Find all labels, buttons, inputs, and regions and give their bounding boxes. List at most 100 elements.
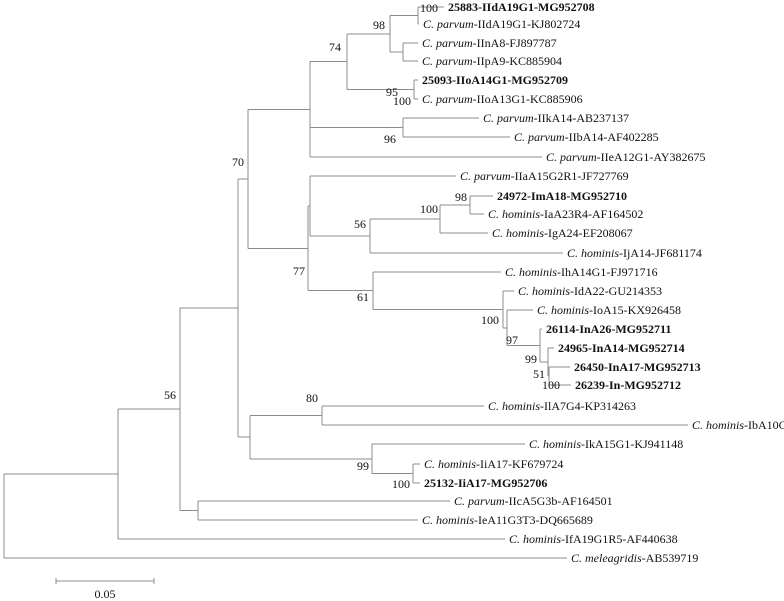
leaf-species: C. hominis — [424, 457, 476, 471]
leaf-label: 25883-IIdA19G1-MG952708 — [448, 0, 595, 14]
bootstrap-value: 99 — [357, 459, 369, 473]
leaf-species: C. parvum — [460, 169, 511, 183]
leaf-species: C. parvum — [483, 111, 534, 125]
bootstrap-value: 98 — [373, 18, 385, 32]
leaf-identifier: -IIaA15G2R1-JF727769 — [511, 169, 629, 183]
leaf-identifier: -IIkA14-AB237137 — [534, 111, 629, 125]
bootstrap-value: 100 — [420, 1, 438, 15]
leaf-label: C. parvum-IIaA15G2R1-JF727769 — [460, 169, 629, 183]
leaf-label: C. hominis-IfA19G1R5-AF440638 — [509, 532, 678, 546]
leaf-label: 26114-InA26-MG952711 — [546, 322, 671, 336]
bootstrap-value: 95 — [386, 85, 398, 99]
leaf-identifier: -IIcA5G3b-AF164501 — [505, 494, 613, 508]
bootstrap-value: 96 — [384, 132, 396, 146]
leaf-species: C. hominis — [492, 226, 544, 240]
leaf-identifier: -IIpA9-KC885904 — [473, 54, 562, 68]
leaf-identifier: -IbA10G2-AY262031 — [744, 418, 784, 432]
leaf-species: C. parvum — [422, 54, 473, 68]
leaf-identifier: -IIdA19G1-KJ802724 — [474, 17, 581, 31]
bootstrap-value: 100 — [393, 94, 411, 108]
leaf-label: C. hominis-IeA11G3T3-DQ665689 — [422, 513, 593, 527]
leaf-identifier: -IInA8-FJ897787 — [473, 36, 557, 50]
leaf-identifier: -IIeA12G1-AY382675 — [597, 150, 706, 164]
leaf-identifier: -IgA24-EF208067 — [544, 226, 633, 240]
leaf-identifier: 25132-IiA17-MG952706 — [424, 476, 547, 490]
leaf-identifier: -IlA7G4-KP314263 — [540, 399, 636, 413]
leaf-species: C. hominis — [488, 399, 540, 413]
leaf-label: C. hominis-IgA24-EF208067 — [492, 226, 633, 240]
leaf-species: C. parvum — [422, 92, 473, 106]
leaf-identifier: -IIoA13G1-KC885906 — [473, 92, 583, 106]
leaf-identifier: -IfA19G1R5-AF440638 — [561, 532, 678, 546]
leaf-identifier: -IdA22-GU214353 — [570, 284, 662, 298]
leaf-identifier: -IoA15-KX926458 — [589, 303, 681, 317]
leaf-label: 26450-InA17-MG952713 — [574, 360, 701, 374]
leaf-label: C. hominis-IbA10G2-AY262031 — [692, 418, 784, 432]
leaf-identifier: -IhA14G1-FJ971716 — [557, 265, 658, 279]
leaf-species: C. hominis — [509, 532, 561, 546]
leaf-label: C. parvum-IIbA14-AF402285 — [514, 130, 659, 144]
leaf-label: C. parvum-IIcA5G3b-AF164501 — [454, 494, 613, 508]
leaf-label: C. parvum-IIdA19G1-KJ802724 — [423, 17, 580, 31]
leaf-identifier: -IkA15G1-KJ941148 — [581, 437, 683, 451]
leaf-identifier: 26450-InA17-MG952713 — [574, 360, 701, 374]
bootstrap-value: 77 — [293, 264, 305, 278]
leaf-identifier: 25883-IIdA19G1-MG952708 — [448, 0, 595, 14]
bootstrap-value: 70 — [232, 155, 244, 169]
leaf-label: C. hominis-IiA17-KF679724 — [424, 457, 563, 471]
leaf-label: 24965-InA14-MG952714 — [558, 341, 685, 355]
bootstrap-support-values: 1009895741009670981005677611009799511008… — [164, 1, 560, 491]
bootstrap-value: 80 — [306, 391, 318, 405]
tree-branches — [3, 6, 688, 559]
leaf-identifier: 25093-IIoA14G1-MG952709 — [422, 73, 568, 87]
leaf-label: 24972-ImA18-MG952710 — [497, 189, 627, 203]
leaf-label: 25132-IiA17-MG952706 — [424, 476, 547, 490]
leaf-species: C. parvum — [546, 150, 597, 164]
leaf-species: C. hominis — [518, 284, 570, 298]
leaf-label: C. hominis-IdA22-GU214353 — [518, 284, 662, 298]
leaf-species: C. meleagridis — [571, 551, 642, 565]
leaf-identifier: -AB539719 — [642, 551, 699, 565]
leaf-species: C. hominis — [505, 265, 557, 279]
leaf-label: C. parvum-IIoA13G1-KC885906 — [422, 92, 583, 106]
leaf-identifier: -IiA17-KF679724 — [476, 457, 563, 471]
leaf-species: C. parvum — [514, 130, 565, 144]
bootstrap-value: 100 — [542, 378, 560, 392]
leaf-species: C. hominis — [692, 418, 744, 432]
leaf-species: C. hominis — [488, 207, 540, 221]
leaf-label: C. hominis-IkA15G1-KJ941148 — [529, 437, 683, 451]
leaf-identifier: -IeA11G3T3-DQ665689 — [474, 513, 593, 527]
leaf-species: C. hominis — [567, 246, 619, 260]
leaf-label: C. meleagridis-AB539719 — [571, 551, 698, 565]
scale-bar-label: 0.05 — [95, 587, 116, 601]
leaf-identifier: 24972-ImA18-MG952710 — [497, 189, 627, 203]
leaf-identifier: 26239-In-MG952712 — [575, 378, 681, 392]
leaf-species: C. hominis — [529, 437, 581, 451]
bootstrap-value: 51 — [533, 367, 545, 381]
leaf-species: C. parvum — [422, 36, 473, 50]
leaf-species: C. parvum — [454, 494, 505, 508]
leaf-label: C. parvum-IIeA12G1-AY382675 — [546, 150, 706, 164]
leaf-label: C. hominis-IjA14-JF681174 — [567, 246, 702, 260]
leaf-species: C. parvum — [423, 17, 474, 31]
leaf-label: C. hominis-IaA23R4-AF164502 — [488, 207, 643, 221]
scale-bar: 0.05 — [55, 578, 155, 601]
leaf-identifier: -IIbA14-AF402285 — [565, 130, 659, 144]
leaf-label: C. hominis-IlA7G4-KP314263 — [488, 399, 636, 413]
leaf-label: C. parvum-IInA8-FJ897787 — [422, 36, 557, 50]
bootstrap-value: 74 — [329, 40, 341, 54]
leaf-label: C. hominis-IoA15-KX926458 — [537, 303, 681, 317]
bootstrap-value: 56 — [164, 388, 176, 402]
leaf-species: C. hominis — [537, 303, 589, 317]
bootstrap-value: 100 — [481, 313, 499, 327]
bootstrap-value: 100 — [420, 202, 438, 216]
bootstrap-value: 98 — [455, 190, 467, 204]
leaf-identifier: 24965-InA14-MG952714 — [558, 341, 685, 355]
leaf-label: 25093-IIoA14G1-MG952709 — [422, 73, 568, 87]
bootstrap-value: 61 — [357, 290, 369, 304]
leaf-identifier: -IaA23R4-AF164502 — [540, 207, 643, 221]
leaf-species: C. hominis — [422, 513, 474, 527]
